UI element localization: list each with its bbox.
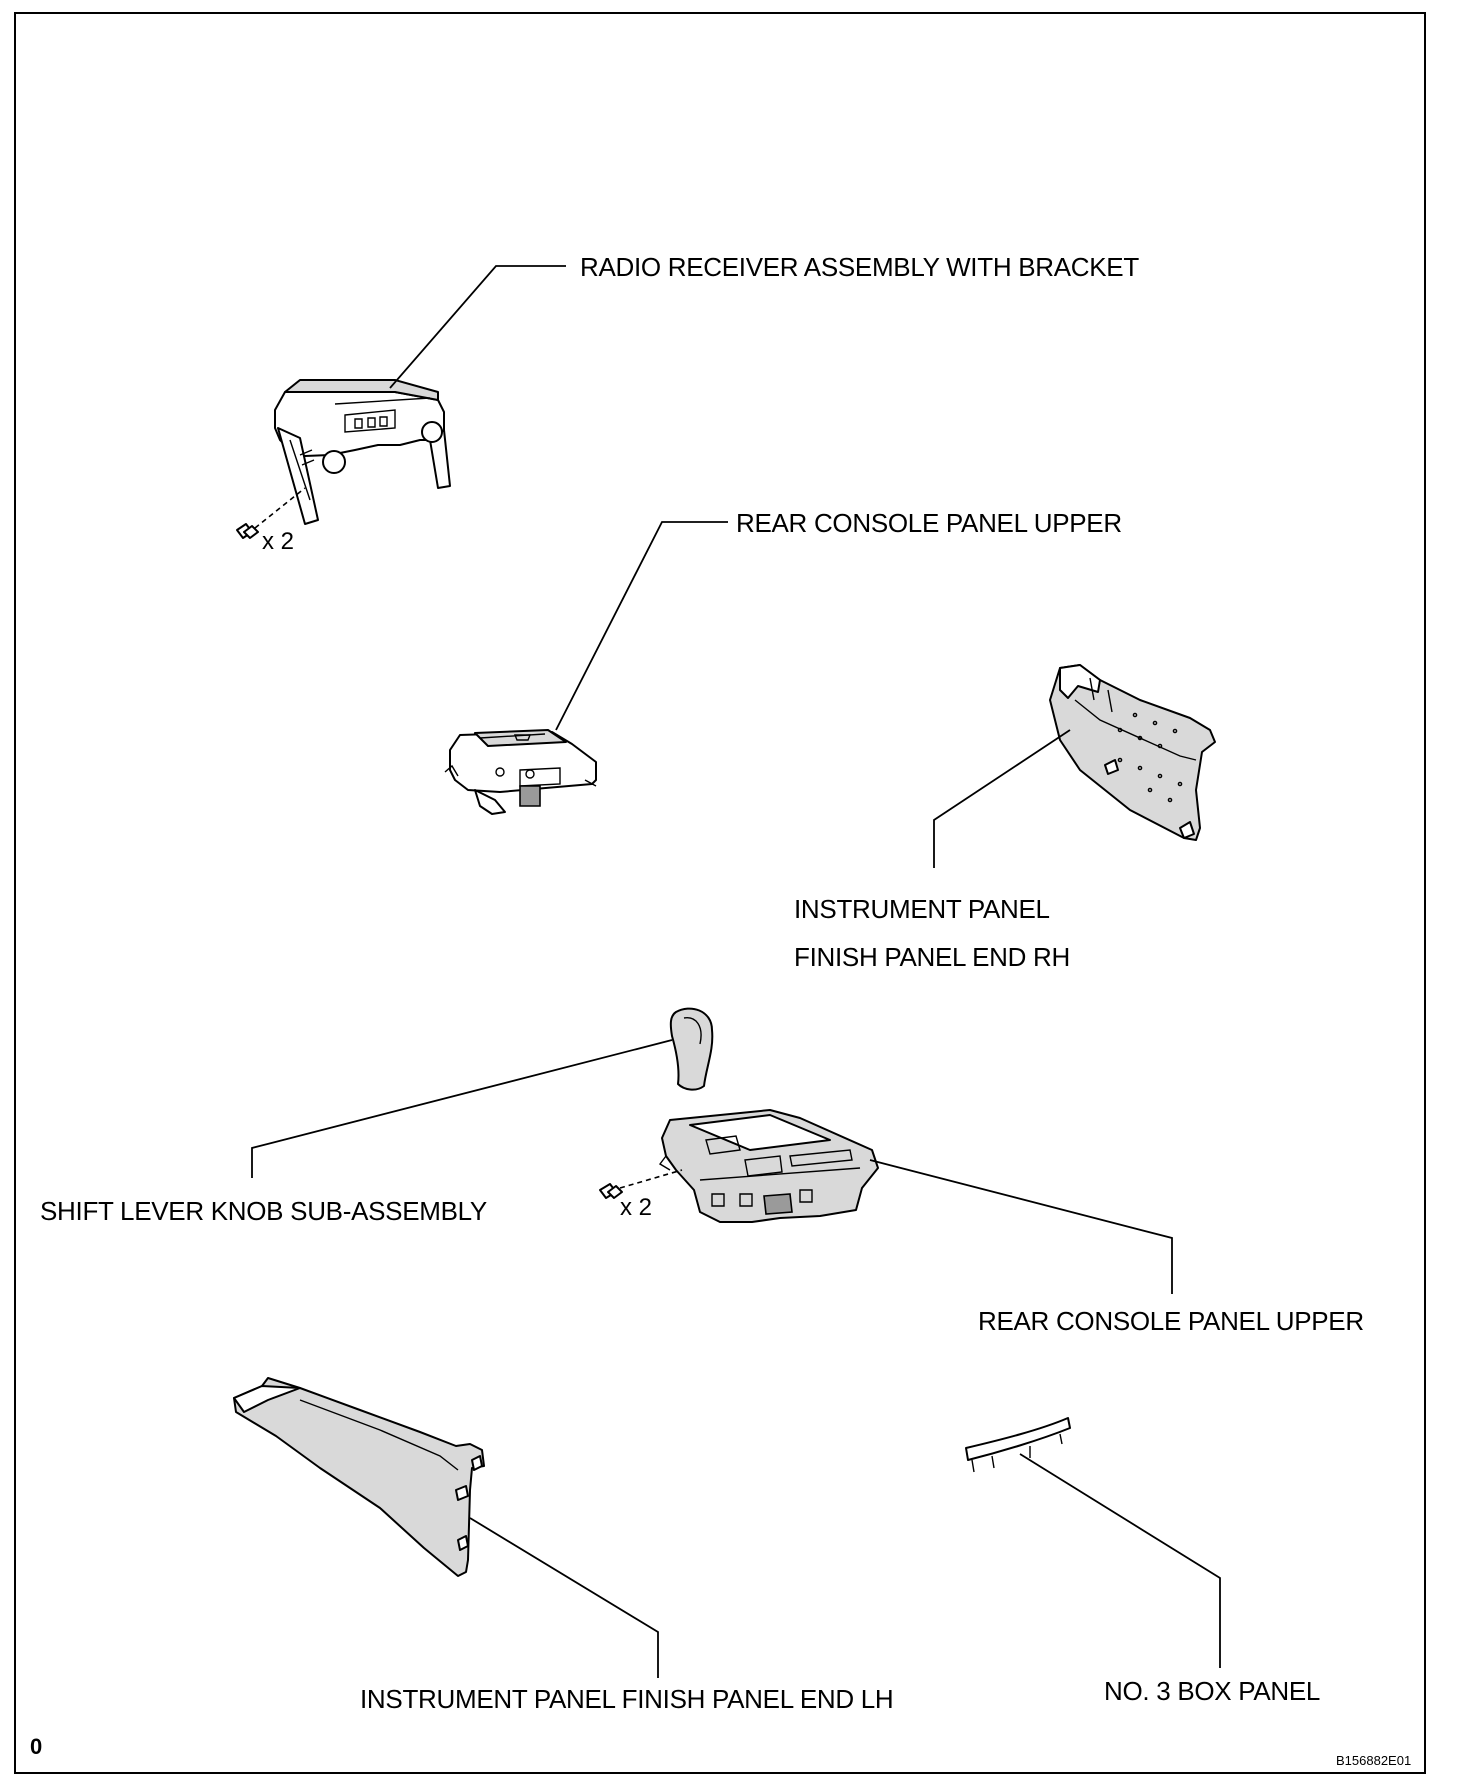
leader-instrument-rh [933, 729, 1071, 868]
label-rear-console-upper-2: REAR CONSOLE PANEL UPPER [978, 1306, 1364, 1336]
leader-rear-console-upper-2 [869, 1159, 1173, 1294]
label-shift-lever-knob: SHIFT LEVER KNOB SUB-ASSEMBLY [40, 1196, 487, 1226]
no3-box-panel-part [965, 1417, 1071, 1473]
leader-no3-box-panel [1019, 1453, 1221, 1668]
rear-console-panel-upper-part [444, 729, 597, 815]
instrument-panel-finish-end-rh [1049, 664, 1216, 841]
label-console-screw-qty: x 2 [620, 1194, 653, 1221]
shift-lever-knob-part [669, 1007, 714, 1091]
radio-receiver-assembly [274, 379, 451, 525]
leader-radio-receiver [389, 265, 566, 389]
instrument-panel-finish-end-lh [233, 1377, 485, 1577]
leader-instrument-lh [469, 1517, 659, 1678]
label-instrument-rh-line1: INSTRUMENT PANEL [794, 894, 1050, 924]
label-instrument-rh-line2: FINISH PANEL END RH [794, 942, 1071, 972]
diagram-frame [14, 12, 1426, 1774]
console-screw-icon [599, 1169, 683, 1199]
rear-console-panel-upper-assembly [658, 1109, 879, 1223]
figure-id: B156882E01 [1336, 1753, 1412, 1768]
label-no3-box-panel: NO. 3 BOX PANEL [1104, 1676, 1321, 1706]
label-rear-console-upper-1: REAR CONSOLE PANEL UPPER [736, 508, 1122, 538]
leader-rear-console-upper-1 [555, 521, 728, 731]
corner-mark: 0 [30, 1734, 43, 1759]
leader-shift-lever-knob [251, 1039, 673, 1178]
label-radio-receiver: RADIO RECEIVER ASSEMBLY WITH BRACKET [580, 252, 1139, 282]
radio-screw-icon [236, 487, 306, 539]
label-instrument-lh: INSTRUMENT PANEL FINISH PANEL END LH [360, 1684, 894, 1714]
label-radio-screw-qty: x 2 [262, 528, 295, 555]
